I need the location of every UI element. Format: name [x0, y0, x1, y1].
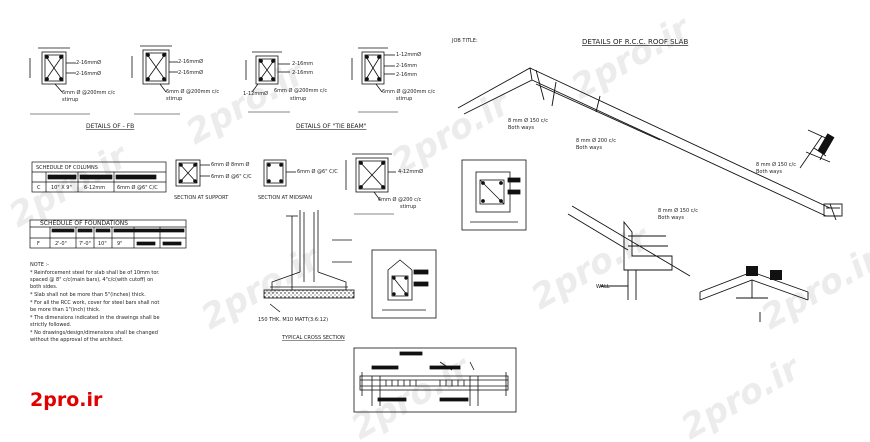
- watermark-text: 2pro.ir: [180, 52, 314, 152]
- column-section-midspan: [263, 159, 296, 187]
- column-row-id: C: [37, 185, 41, 191]
- roof-annotation-3: 8 mm Ø 150 c/c: [756, 161, 796, 168]
- watermark-text: 2pro.ir: [675, 347, 809, 442]
- foundation-schedule-table: [29, 219, 187, 249]
- watermark-text: 2pro.ir: [345, 347, 479, 442]
- beam3-stirrup: 6mm Ø @200mm c/c: [274, 87, 327, 94]
- eaves-annotation-b: Both ways: [658, 215, 684, 221]
- truss-left-block: [746, 266, 758, 276]
- note-line: * For all the RCC work, cover for steel …: [30, 300, 159, 306]
- section-title-underlines: [30, 111, 398, 115]
- beam3-stirrup-label: stirrup: [290, 96, 306, 102]
- watermark-text: 2pro.ir: [525, 217, 659, 317]
- section3-stirrup: 6mm Ø @200 c/c: [378, 196, 422, 203]
- column-row-ties: 6mm Ø @6" C/C: [117, 184, 158, 191]
- beam2-stirrup: 6mm Ø @200mm c/c: [166, 88, 219, 95]
- beam4-bottom-bars: 2-16mm: [396, 72, 417, 78]
- job-title-label: JOB TITLE:: [451, 38, 478, 44]
- beam4-stirrup: 6mm Ø @200mm c/c: [382, 88, 435, 95]
- beam2-stirrup-label: stirrup: [166, 96, 182, 102]
- column-section-support: [175, 159, 210, 187]
- eaves-annotation: 8 mm Ø 150 c/c: [658, 207, 698, 214]
- beam3-mid-bars: 2-16mm: [292, 70, 313, 76]
- beam1-stirrup: 6mm Ø @200mm c/c: [62, 89, 115, 96]
- beam3-bottom-bars: 1-12mmØ: [243, 90, 268, 97]
- wall-label: WALL: [596, 284, 610, 290]
- fb-title: DETAILS OF - FB: [86, 123, 134, 130]
- midspan-section-ties: 6mm Ø @6" C/C: [297, 168, 338, 175]
- beam1-stirrup-label: stirrup: [62, 97, 78, 103]
- notes-block: NOTE :- * Reinforcement steel for slab s…: [30, 262, 160, 343]
- notes-title: NOTE :-: [30, 262, 49, 268]
- beam2-top-bars: 2-16mmØ: [178, 58, 203, 65]
- note-line: * The dimensions indicated in the drawin…: [30, 315, 160, 321]
- beam-section-2: [131, 45, 178, 93]
- watermark-text: 2pro.ir: [565, 7, 699, 107]
- main-title: DETAILS OF R.C.C. ROOF SLAB: [582, 38, 688, 46]
- note-line: * Slab shall not be more than 5"(inches)…: [30, 292, 146, 298]
- beam1-top-bars: 2-16mmØ: [76, 59, 101, 66]
- foundation-col2: 7'-0": [79, 241, 91, 247]
- footing-pcc-label: 150 THK. M10 MATT(3:6:12): [258, 317, 328, 323]
- support-section-bars: 6mm Ø 8mm Ø: [211, 161, 250, 168]
- note-line: spaced @ 8" c/c(main bars), 4"c/c(with c…: [30, 277, 153, 283]
- footing-cross-section: [263, 210, 355, 313]
- roof-annotation-2b: Both ways: [576, 145, 602, 151]
- roof-annotation-1: 8 mm Ø 150 c/c: [508, 117, 548, 124]
- foundation-schedule-title: SCHEDULE OF FOUNDATIONS: [40, 220, 128, 227]
- note-line: both sides.: [30, 284, 58, 290]
- beam4-mid-bars: 2-16mm: [396, 63, 417, 69]
- watermark-layer: 2pro.ir 2pro.ir 2pro.ir 2pro.ir 2pro.ir …: [3, 7, 870, 442]
- column-row-size: 10" X 9": [51, 185, 72, 191]
- beam-section-1: [29, 47, 76, 93]
- note-line: without the approval of the architect.: [30, 337, 124, 343]
- roof-ridge-block: [817, 133, 835, 155]
- roof-annotation-2: 8 mm Ø 200 c/c: [576, 137, 616, 144]
- beam1-bottom-bars: 2-16mmØ: [76, 70, 101, 77]
- note-line: strictly followed.: [30, 322, 72, 328]
- beam-section-3: [245, 51, 290, 93]
- truss-right-block: [770, 270, 782, 280]
- beam-section-4: [351, 47, 395, 93]
- section3-stirrup-label: stirrup: [400, 204, 416, 210]
- beam2-bottom-bars: 2-16mmØ: [178, 69, 203, 76]
- foundation-row-id: F: [37, 241, 40, 247]
- beam4-stirrup-label: stirrup: [396, 96, 412, 102]
- note-line: * No drawings/design/dimensions shall be…: [30, 330, 158, 336]
- column-section-3: [345, 153, 396, 201]
- support-section-title: SECTION AT SUPPORT: [174, 195, 229, 201]
- sunshade-detail-box: [371, 249, 437, 319]
- support-section-ties: 6mm Ø @6" C/C: [211, 173, 252, 180]
- foundation-col3: 10": [98, 241, 107, 247]
- lintel-detail-box: [461, 159, 527, 231]
- roof-annotation-1b: Both ways: [508, 125, 534, 131]
- beam3-top-bars: 2-16mm: [292, 61, 313, 67]
- section3-bars: 4-12mmØ: [398, 168, 423, 175]
- column-schedule-title: SCHEDULE OF COLUMNS: [36, 165, 98, 171]
- footing-title: TYPICAL CROSS SECTION: [281, 335, 345, 341]
- tie-beam-title: DETAILS OF "TIE BEAM": [296, 123, 367, 130]
- column-row-bars: 6-12mm: [84, 185, 105, 191]
- column-schedule-table: [31, 161, 167, 193]
- eaves-detail: [567, 205, 691, 300]
- roof-slab-section: [457, 67, 843, 221]
- beam4-top-bars: 1-12mmØ: [396, 51, 421, 58]
- note-line: * Reinforcement steel for slab shall be …: [30, 270, 160, 276]
- site-logo: 2pro.ir: [30, 389, 103, 411]
- beam-longitudinal-section: [353, 347, 517, 413]
- foundation-col4: 9": [117, 241, 122, 247]
- midspan-section-title: SECTION AT MIDSPAN: [258, 195, 312, 201]
- roof-annotation-3b: Both ways: [756, 169, 782, 175]
- foundation-col1: 2'-0": [55, 241, 67, 247]
- note-line: be more than 1"(inch) thick.: [30, 307, 101, 313]
